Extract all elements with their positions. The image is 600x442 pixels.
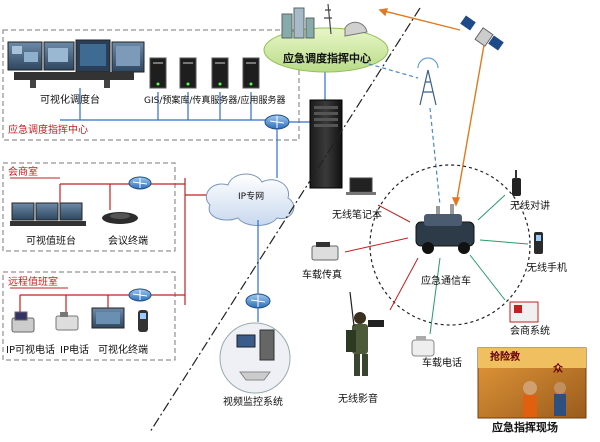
- visual-terminal-icon: [91, 307, 125, 329]
- command-center-cloud: [263, 3, 389, 73]
- wireless-video-operator: [346, 291, 384, 376]
- servers-group: [149, 57, 260, 89]
- meeting-visual-console-label: 可视值班台: [26, 236, 76, 247]
- conference-system-label: 会商系统: [510, 326, 550, 337]
- video-monitoring-label: 视频监控系统: [223, 397, 283, 408]
- walkie-talkie-icon: [512, 170, 521, 196]
- scene-photo-sign: 抢险救: [490, 352, 520, 363]
- wireless-phone-icon: [534, 232, 543, 254]
- scene-photo: [477, 347, 587, 419]
- ip-network-cloud: [205, 173, 295, 226]
- emergency-vehicle: [415, 204, 475, 254]
- meeting-visual-console: [10, 202, 86, 226]
- rack-cabinet: [309, 99, 343, 189]
- meeting-room-box: [2, 162, 176, 252]
- visual-console-label: 可视化调度台: [40, 95, 100, 106]
- field-dashed-circle: [369, 164, 531, 326]
- vehicle-phone-icon: [411, 336, 435, 357]
- field-red-links: [344, 204, 419, 311]
- ip-phone-label: IP电话: [60, 345, 89, 356]
- command-center-cloud-title: 应急调度指挥中心: [283, 52, 371, 65]
- satellite: [460, 15, 504, 51]
- ip-video-phone-icon: [11, 311, 35, 333]
- wireless-video-label: 无线影音: [338, 394, 378, 405]
- vehicle-phone-label: 车载电话: [422, 358, 462, 369]
- scene-label: 应急指挥现场: [492, 421, 558, 434]
- radio-tower: [417, 57, 439, 106]
- ip-video-phone-label: IP可视电话: [6, 345, 55, 356]
- command-center-bus: [60, 88, 270, 121]
- servers-label: GIS/预案库/传真服务器/应用服务器: [144, 96, 286, 106]
- vehicle-fax-label: 车载传真: [302, 270, 342, 281]
- visual-terminal-label: 可视化终端: [98, 345, 148, 356]
- router-command-center: [264, 114, 290, 130]
- remote-duty-room-title: 远程值班室: [8, 277, 58, 288]
- wireless-notebook-icon: [346, 177, 376, 195]
- remote-duty-lines: [19, 294, 140, 312]
- ip-network-label: IP专网: [238, 192, 265, 202]
- wireless-notebook-label: 无线笔记本: [332, 210, 382, 221]
- satellite-links: [378, 8, 485, 207]
- remote-device-icon: [138, 310, 148, 332]
- vehicle-label: 应急通信车: [421, 276, 471, 287]
- wireless-phone-label: 无线手机: [527, 263, 567, 274]
- conference-terminal-icon: [102, 212, 138, 224]
- vehicle-fax-icon: [311, 242, 339, 261]
- wireless-walkie-label: 无线对讲: [510, 201, 550, 212]
- meeting-room-title: 会商室: [8, 167, 38, 178]
- conference-terminal-label: 会议终端: [108, 236, 148, 247]
- command-center-box-title: 应急调度指挥中心: [8, 125, 88, 136]
- router-video-monitoring: [245, 293, 271, 309]
- router-meeting-room: [128, 176, 152, 190]
- blue-network-lines: [257, 70, 326, 322]
- meeting-room-lines: [59, 183, 130, 210]
- router-remote-room: [128, 288, 152, 302]
- boundary-line: [149, 7, 421, 433]
- video-monitoring-system: [219, 322, 291, 394]
- visual-console-monitors: [7, 39, 145, 88]
- scene-photo-sign-2: 众: [553, 364, 563, 375]
- field-green-links: [429, 194, 529, 335]
- command-center-box: [2, 29, 300, 141]
- wireless-dashed-links: [361, 61, 441, 206]
- remote-duty-room-box: [2, 271, 176, 361]
- ip-phone-icon: [55, 312, 79, 331]
- conference-system-icon: [509, 301, 539, 323]
